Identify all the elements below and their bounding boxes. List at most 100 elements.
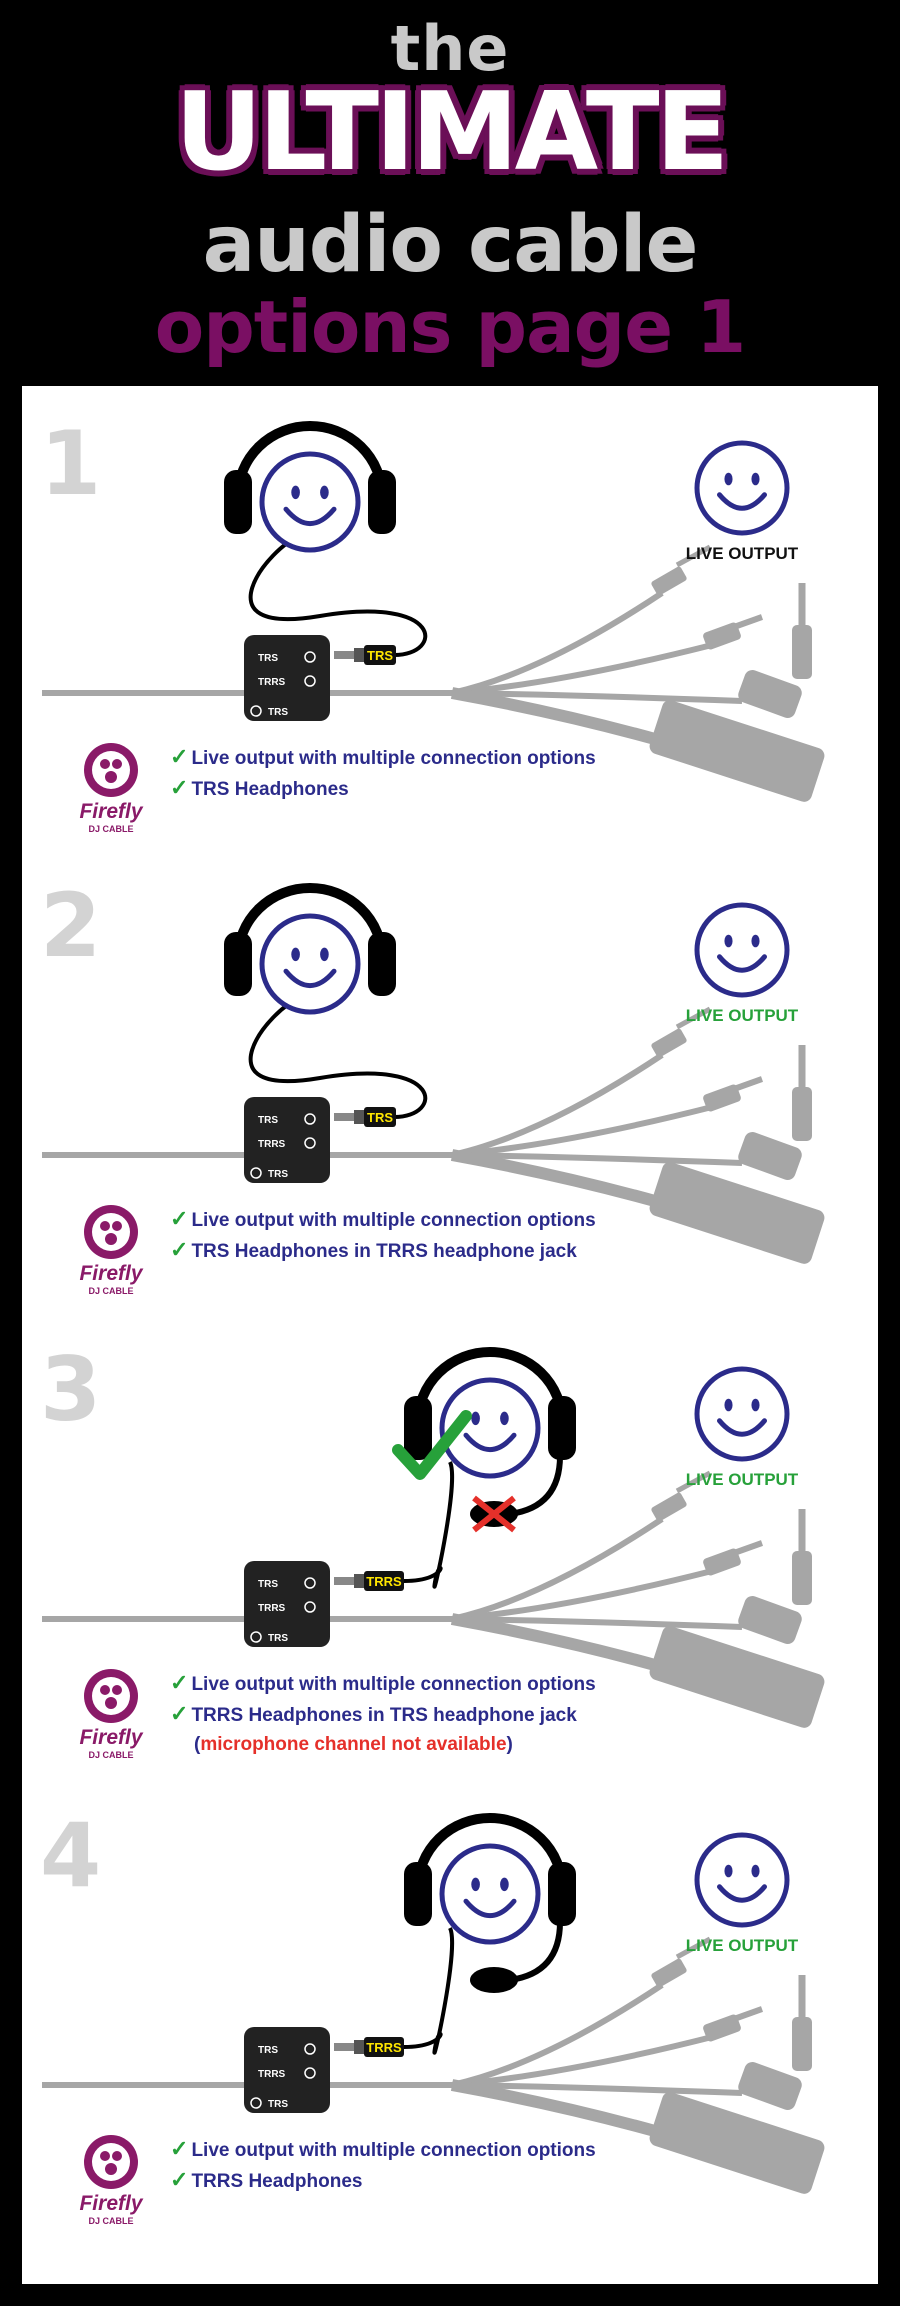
firefly-logo-icon <box>84 2135 138 2189</box>
feature-item: ✓TRRS Headphones <box>170 2165 596 2196</box>
option-number: 4 <box>40 1804 102 1907</box>
firefly-logo-icon <box>84 1669 138 1723</box>
feature-item: ✓Live output with multiple connection op… <box>170 1204 596 1235</box>
xlr-plug-icon <box>649 1626 825 1728</box>
checkmark-icon: ✓ <box>170 1206 189 1231</box>
mini-jack-plug-icon <box>651 544 712 596</box>
rca-plug-icon <box>703 614 764 650</box>
smiley-face-icon <box>259 451 361 553</box>
logo-subtitle: DJ CABLE <box>88 2216 134 2226</box>
headphones-icon <box>404 1347 576 1460</box>
quarter-inch-plug-icon <box>738 1509 812 1644</box>
logo-subtitle: DJ CABLE <box>88 824 134 834</box>
port-label: TRS <box>258 1115 278 1126</box>
checkmark-icon: ✓ <box>170 775 189 800</box>
adapter-box: TRS TRRS TRS <box>244 2027 330 2113</box>
feature-list: ✓Live output with multiple connection op… <box>170 2134 596 2196</box>
port-label: TRRS <box>258 677 286 688</box>
feature-item: ✓Live output with multiple connection op… <box>170 742 596 773</box>
option-illustration: TRS TRRS TRS TRRS <box>42 1347 825 1728</box>
feature-text: TRRS Headphones <box>191 2171 363 2192</box>
headphone-plug-icon: TRS <box>334 645 396 665</box>
logo-name: Firefly <box>79 800 143 823</box>
feature-item: ✓TRS Headphones <box>170 773 596 804</box>
logo-name: Firefly <box>79 1262 143 1285</box>
feature-text: Live output with multiple connection opt… <box>191 1674 596 1695</box>
port-label: TRS <box>268 1633 288 1644</box>
xlr-plug-icon <box>649 700 825 802</box>
logo-subtitle: DJ CABLE <box>88 1750 134 1760</box>
quarter-inch-plug-icon <box>738 1045 812 1180</box>
feature-text: Live output with multiple connection opt… <box>191 2140 596 2161</box>
adapter-box: TRS TRRS TRS <box>244 1097 330 1183</box>
checkmark-icon: ✓ <box>170 744 189 769</box>
cable-breakout <box>450 544 825 802</box>
feature-item: ✓TRS Headphones in TRRS headphone jack <box>170 1235 596 1266</box>
option-number: 1 <box>40 412 102 515</box>
smiley-face-icon <box>259 913 361 1015</box>
xlr-plug-icon <box>649 2092 825 2194</box>
plug-type-label: TRRS <box>366 2040 402 2055</box>
firefly-logo: Firefly DJ CABLE <box>66 1666 156 1766</box>
mini-jack-plug-icon <box>651 1470 712 1522</box>
headphone-cable <box>403 1461 455 1589</box>
headphone-cable <box>248 996 428 1119</box>
feature-list: ✓Live output with multiple connection op… <box>170 742 596 804</box>
option-number: 3 <box>40 1338 102 1441</box>
headphones-ok-check-icon <box>392 1410 472 1480</box>
port-label: TRS <box>258 653 278 664</box>
title-options-page: options page 1 <box>154 285 746 369</box>
port-label: TRRS <box>258 1603 286 1614</box>
smiley-face-icon <box>439 1377 541 1479</box>
port-label: TRRS <box>258 1139 286 1150</box>
rca-plug-icon <box>703 2006 764 2042</box>
checkmark-icon: ✓ <box>170 1701 189 1726</box>
logo-name: Firefly <box>79 2192 143 2215</box>
port-label: TRS <box>258 1579 278 1590</box>
title-ultimate: ULTIMATE <box>174 70 730 195</box>
rca-plug-icon <box>703 1540 764 1576</box>
header: the ULTIMATE audio cable options page 1 <box>0 0 900 390</box>
feature-text: Live output with multiple connection opt… <box>191 1210 596 1231</box>
warning-text: microphone channel not available <box>200 1734 507 1755</box>
firefly-logo: Firefly DJ CABLE <box>66 1202 156 1302</box>
title-the: the <box>390 12 510 85</box>
firefly-logo: Firefly DJ CABLE <box>66 2132 156 2232</box>
live-output-label: LIVE OUTPUT <box>685 544 799 563</box>
feature-text: TRRS Headphones in TRS headphone jack <box>191 1705 577 1726</box>
feature-list: ✓Live output with multiple connection op… <box>170 1204 596 1266</box>
quarter-inch-plug-icon <box>738 1975 812 2110</box>
cable-breakout <box>450 1470 825 1728</box>
feature-item: ✓TRRS Headphones in TRS headphone jack <box>170 1699 596 1730</box>
plug-type-label: TRRS <box>366 1574 402 1589</box>
live-output-face-icon <box>694 1366 790 1462</box>
microphone-boom-icon <box>470 1921 563 1993</box>
port-label: TRS <box>268 2099 288 2110</box>
headphones-icon <box>224 421 396 534</box>
firefly-logo-icon <box>84 743 138 797</box>
feature-note: (microphone channel not available) <box>194 1734 513 1755</box>
live-output-label: LIVE OUTPUT <box>685 1936 799 1955</box>
live-output-face-icon <box>694 440 790 536</box>
port-label: TRS <box>258 2045 278 2056</box>
live-output-label: LIVE OUTPUT <box>685 1470 799 1489</box>
feature-text: Live output with multiple connection opt… <box>191 748 596 769</box>
feature-item: ✓Live output with multiple connection op… <box>170 2134 596 2165</box>
plug-type-label: TRS <box>367 648 393 663</box>
adapter-box: TRS TRRS TRS <box>244 1561 330 1647</box>
cable-breakout <box>450 1936 825 2194</box>
checkmark-icon: ✓ <box>170 2136 189 2161</box>
option-illustration: TRS TRRS TRS TRRS <box>42 1813 825 2194</box>
mini-jack-plug-icon <box>651 1006 712 1058</box>
mic-unavailable-x-icon <box>472 1495 516 1533</box>
headphone-cable <box>403 1927 455 2055</box>
port-label: TRS <box>268 1169 288 1180</box>
live-output-face-icon <box>694 1832 790 1928</box>
port-label: TRRS <box>258 2069 286 2080</box>
mini-jack-plug-icon <box>651 1936 712 1988</box>
